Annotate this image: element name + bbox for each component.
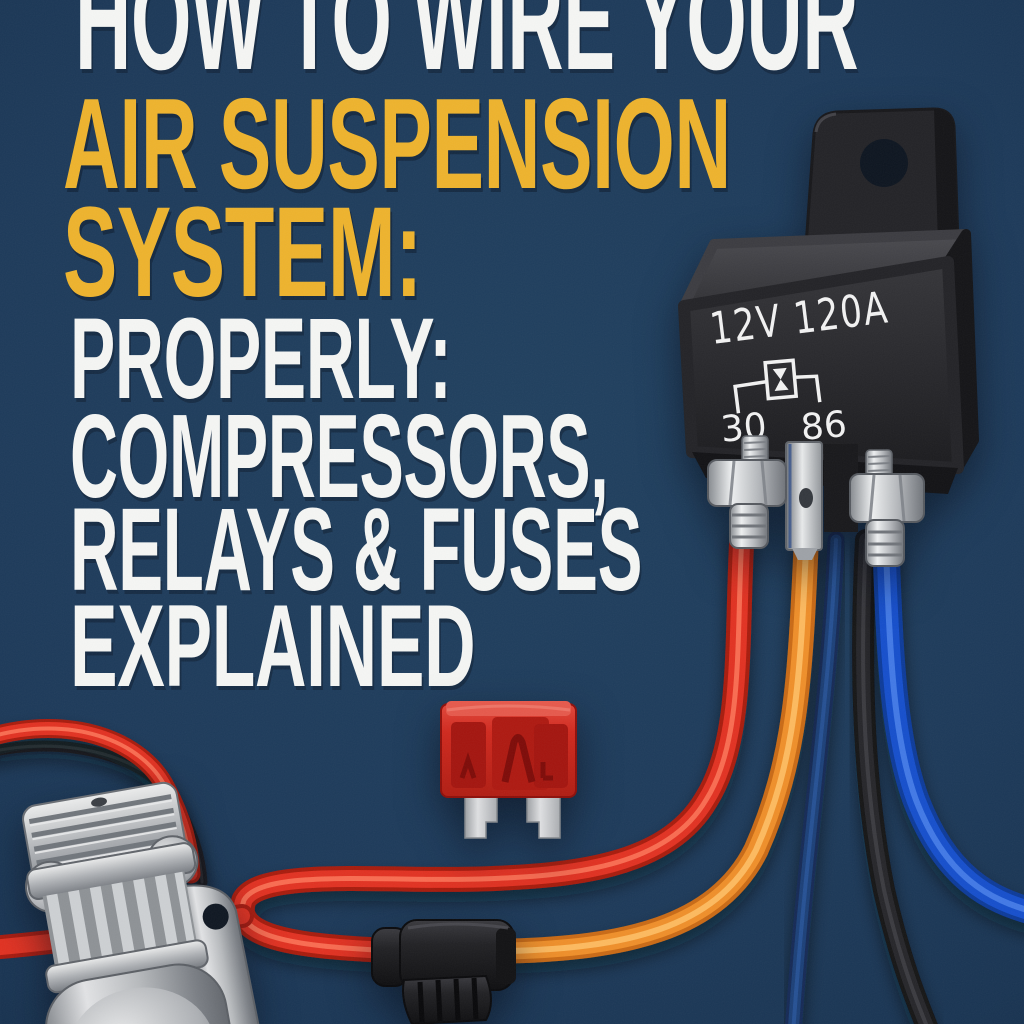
relay-mounting-tab xyxy=(804,107,960,248)
tab-hole xyxy=(860,139,908,187)
right-hex-nut xyxy=(849,473,925,523)
left-hex-nut xyxy=(707,459,787,507)
relay-center-terminal xyxy=(785,441,858,560)
